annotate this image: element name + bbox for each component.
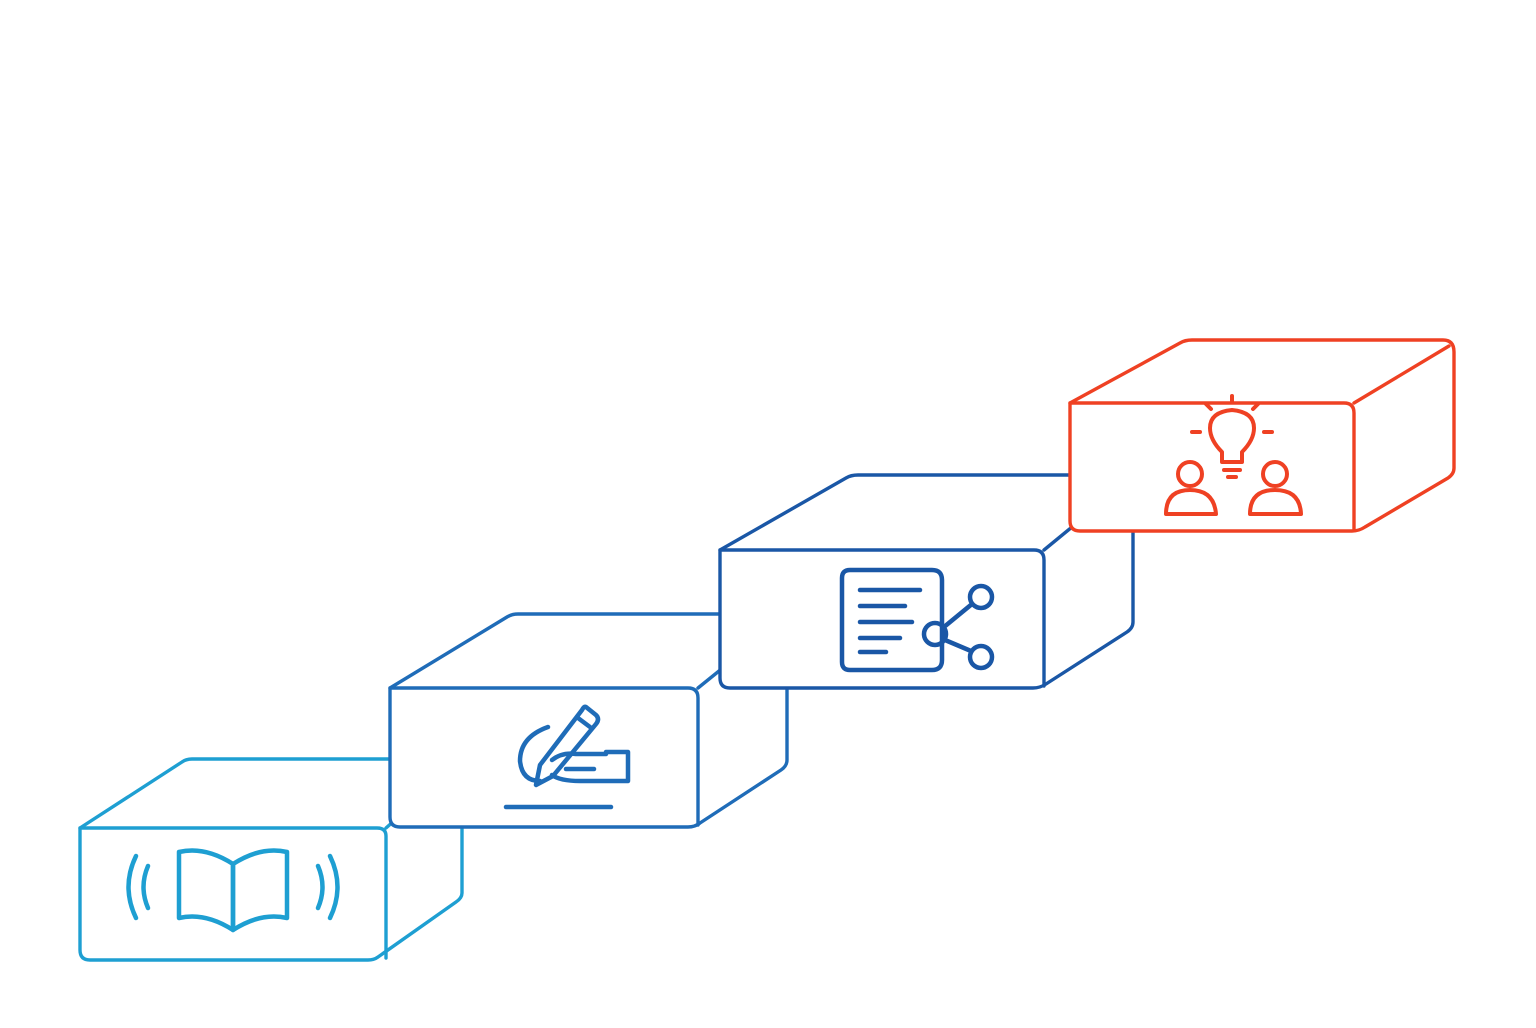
step-1-audio-book-block	[78, 757, 464, 962]
idea-collaboration-icon	[1164, 394, 1303, 516]
step-2-writing-block	[388, 612, 789, 829]
document-share-icon	[839, 567, 995, 673]
audio-book-icon	[126, 848, 340, 933]
step-4-idea-collaboration-block	[1068, 338, 1456, 533]
hand-writing-icon	[503, 704, 631, 810]
step-3-document-share-block	[718, 473, 1135, 690]
